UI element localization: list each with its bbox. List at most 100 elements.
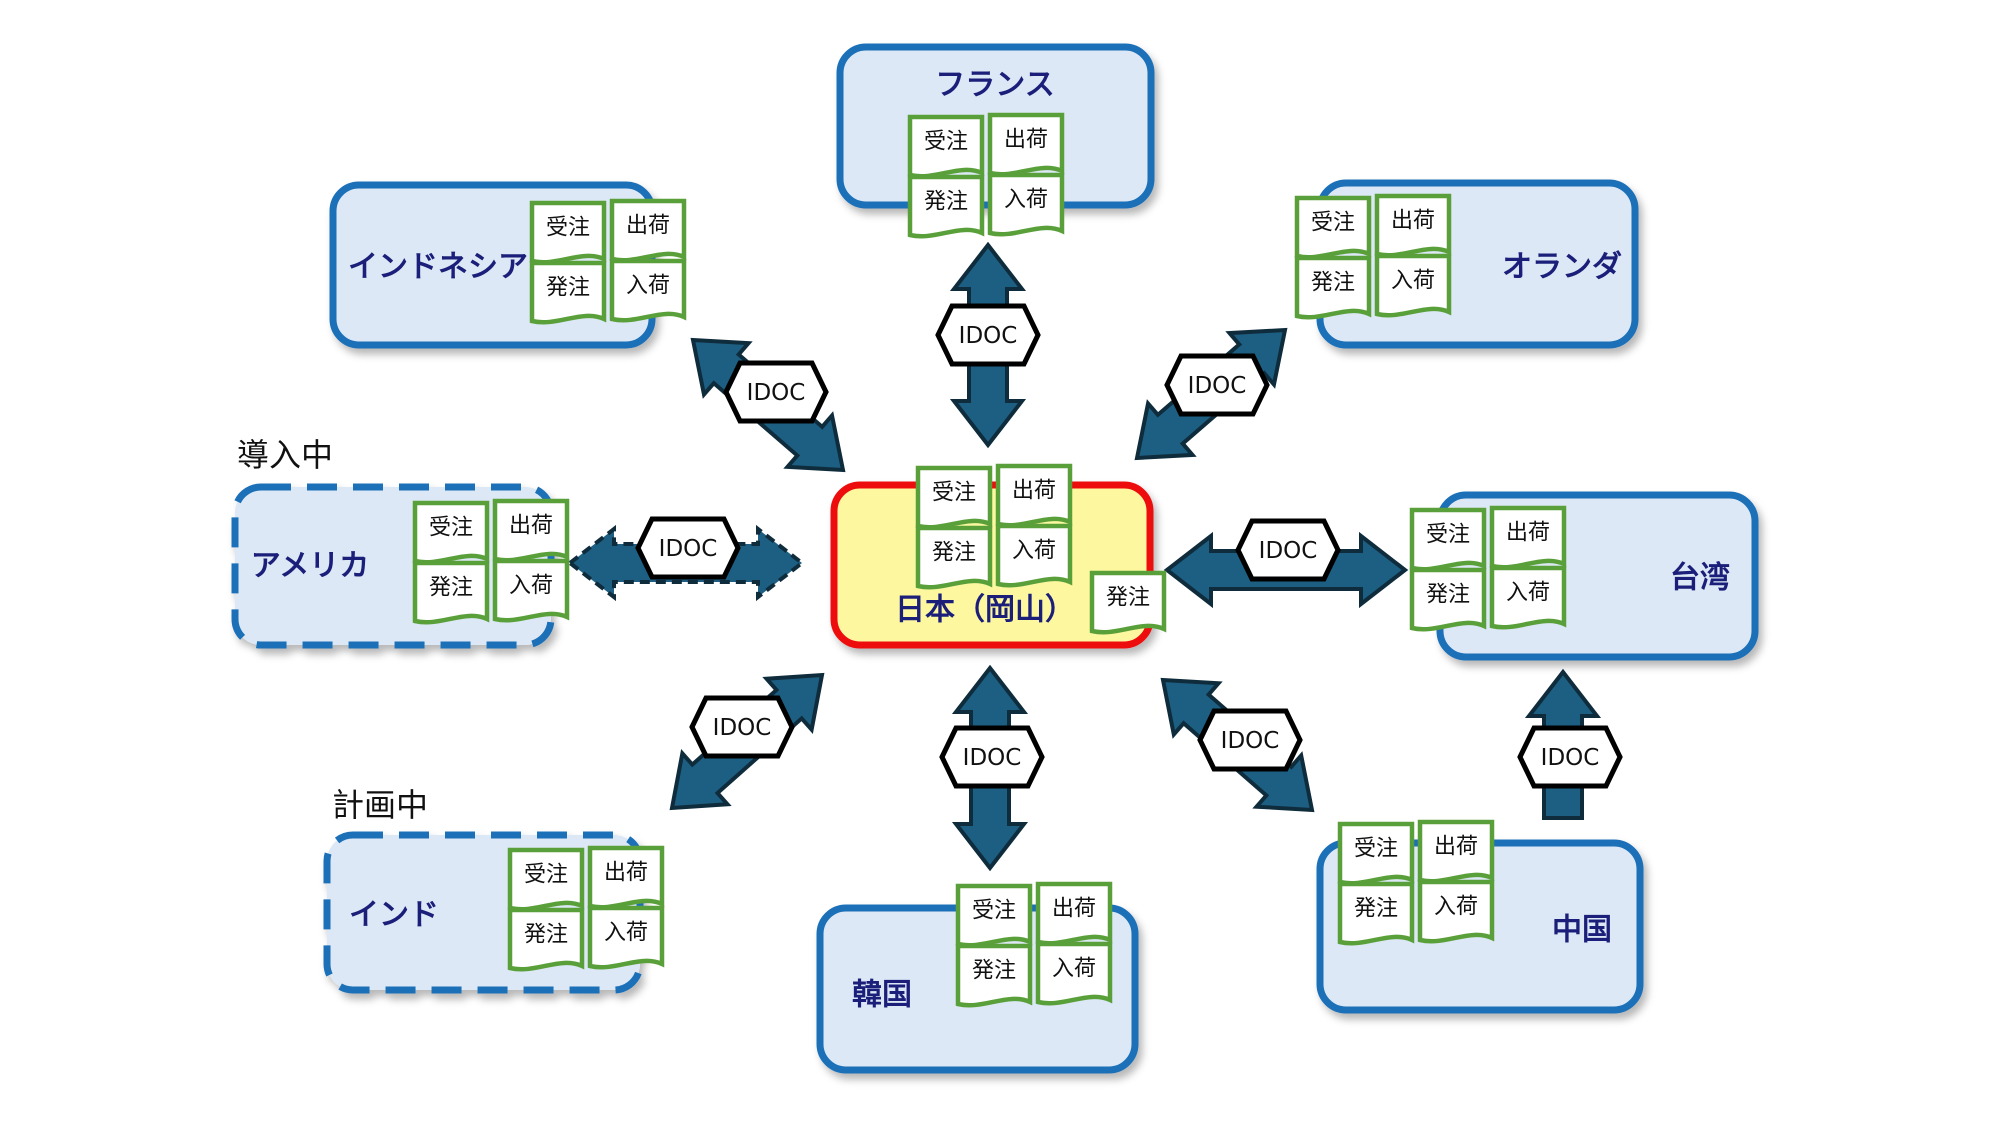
- document-icon: [1337, 881, 1415, 946]
- document-icon: [587, 905, 665, 970]
- site-name-india: インド: [349, 898, 439, 933]
- document-label: 入荷: [1052, 957, 1096, 982]
- idoc-hexagon: [1197, 708, 1303, 772]
- document-icon: [1417, 879, 1495, 944]
- document-label: 出荷: [1506, 521, 1550, 546]
- idoc-hexagon: [935, 303, 1041, 367]
- usa-doc-order-received: 受注: [412, 500, 490, 565]
- document-label: 出荷: [1052, 897, 1096, 922]
- document-label: 受注: [932, 481, 976, 506]
- document-icon: [987, 172, 1065, 237]
- idoc-hexagon: [939, 725, 1045, 789]
- idoc-hexagon: [689, 695, 795, 759]
- japan-doc-extra-purchase-order: 発注: [1089, 570, 1167, 635]
- china-doc-purchase-order: 発注: [1337, 881, 1415, 946]
- idoc-label: IDOC: [1188, 373, 1247, 399]
- site-name-netherlands: オランダ: [1502, 250, 1622, 285]
- korea-doc-purchase-order: 発注: [955, 943, 1033, 1008]
- idoc-badge-china: IDOC: [1197, 708, 1303, 772]
- document-label: 入荷: [1391, 269, 1435, 294]
- document-label: 発注: [1311, 271, 1355, 296]
- idoc-badge-usa: IDOC: [635, 516, 741, 580]
- korea-doc-order-received: 受注: [955, 883, 1033, 948]
- japan-doc-purchase-order: 発注: [915, 525, 993, 590]
- document-label: 発注: [1426, 583, 1470, 608]
- document-label: 発注: [546, 276, 590, 301]
- idoc-label: IDOC: [659, 536, 718, 562]
- indonesia-doc-purchase-order: 発注: [529, 260, 607, 325]
- document-label: 発注: [524, 923, 568, 948]
- france-doc-purchase-order: 発注: [907, 174, 985, 239]
- china-doc-order-received: 受注: [1337, 821, 1415, 886]
- document-icon: [609, 258, 687, 323]
- idoc-badge-netherlands: IDOC: [1164, 353, 1270, 417]
- idoc-hexagon: [635, 516, 741, 580]
- document-label: 発注: [932, 541, 976, 566]
- korea-doc-receipt: 入荷: [1035, 941, 1113, 1006]
- document-label: 受注: [1311, 211, 1355, 236]
- status-label-planned: 計画中: [332, 786, 428, 824]
- document-icon: [915, 525, 993, 590]
- document-label: 入荷: [1434, 895, 1478, 920]
- usa-doc-shipment: 出荷: [492, 498, 570, 563]
- document-label: 発注: [1354, 897, 1398, 922]
- document-label: 出荷: [604, 861, 648, 886]
- document-icon: [492, 558, 570, 623]
- usa-doc-receipt: 入荷: [492, 558, 570, 623]
- document-label: 受注: [1426, 523, 1470, 548]
- document-label: 入荷: [626, 274, 670, 299]
- document-label: 出荷: [1391, 209, 1435, 234]
- idoc-badge-india: IDOC: [689, 695, 795, 759]
- document-label: 入荷: [1004, 188, 1048, 213]
- france-doc-receipt: 入荷: [987, 172, 1065, 237]
- document-icon: [1374, 253, 1452, 318]
- japan-doc-receipt: 入荷: [995, 523, 1073, 588]
- document-label: 受注: [1354, 837, 1398, 862]
- idoc-hexagon: [723, 360, 829, 424]
- document-label: 入荷: [1012, 539, 1056, 564]
- document-icon: [1294, 255, 1372, 320]
- idoc-label: IDOC: [963, 745, 1022, 771]
- document-label: 出荷: [626, 214, 670, 239]
- document-icon: [1035, 941, 1113, 1006]
- netherlands-doc-receipt: 入荷: [1374, 253, 1452, 318]
- idoc-badge-china-taiwan: IDOC: [1517, 725, 1623, 789]
- usa-doc-purchase-order: 発注: [412, 560, 490, 625]
- idoc-badge-taiwan: IDOC: [1235, 518, 1341, 582]
- indonesia-doc-shipment: 出荷: [609, 198, 687, 263]
- idoc-badge-indonesia: IDOC: [723, 360, 829, 424]
- idoc-badge-france: IDOC: [935, 303, 1041, 367]
- netherlands-doc-shipment: 出荷: [1374, 193, 1452, 258]
- document-label: 受注: [972, 899, 1016, 924]
- document-label: 受注: [429, 516, 473, 541]
- netherlands-doc-purchase-order: 発注: [1294, 255, 1372, 320]
- idoc-label: IDOC: [1221, 728, 1280, 754]
- idoc-badge-korea: IDOC: [939, 725, 1045, 789]
- document-label: 受注: [546, 216, 590, 241]
- document-label: 入荷: [1506, 581, 1550, 606]
- taiwan-doc-purchase-order: 発注: [1409, 567, 1487, 632]
- indonesia-doc-order-received: 受注: [529, 200, 607, 265]
- japan-doc-shipment: 出荷: [995, 463, 1073, 528]
- document-icon: [955, 943, 1033, 1008]
- india-doc-receipt: 入荷: [587, 905, 665, 970]
- idoc-hexagon: [1517, 725, 1623, 789]
- france-doc-order-received: 受注: [907, 114, 985, 179]
- taiwan-doc-shipment: 出荷: [1489, 505, 1567, 570]
- taiwan-doc-order-received: 受注: [1409, 507, 1487, 572]
- idoc-label: IDOC: [747, 380, 806, 406]
- document-icon: [507, 907, 585, 972]
- india-doc-order-received: 受注: [507, 847, 585, 912]
- china-doc-shipment: 出荷: [1417, 819, 1495, 884]
- document-label: 受注: [924, 130, 968, 155]
- document-label: 入荷: [604, 921, 648, 946]
- document-label: 受注: [524, 863, 568, 888]
- document-icon: [529, 260, 607, 325]
- idoc-hexagon: [1235, 518, 1341, 582]
- site-name-usa: アメリカ: [251, 549, 370, 584]
- idoc-label: IDOC: [1541, 745, 1600, 771]
- indonesia-doc-receipt: 入荷: [609, 258, 687, 323]
- document-label: 発注: [924, 190, 968, 215]
- document-label: 出荷: [1434, 835, 1478, 860]
